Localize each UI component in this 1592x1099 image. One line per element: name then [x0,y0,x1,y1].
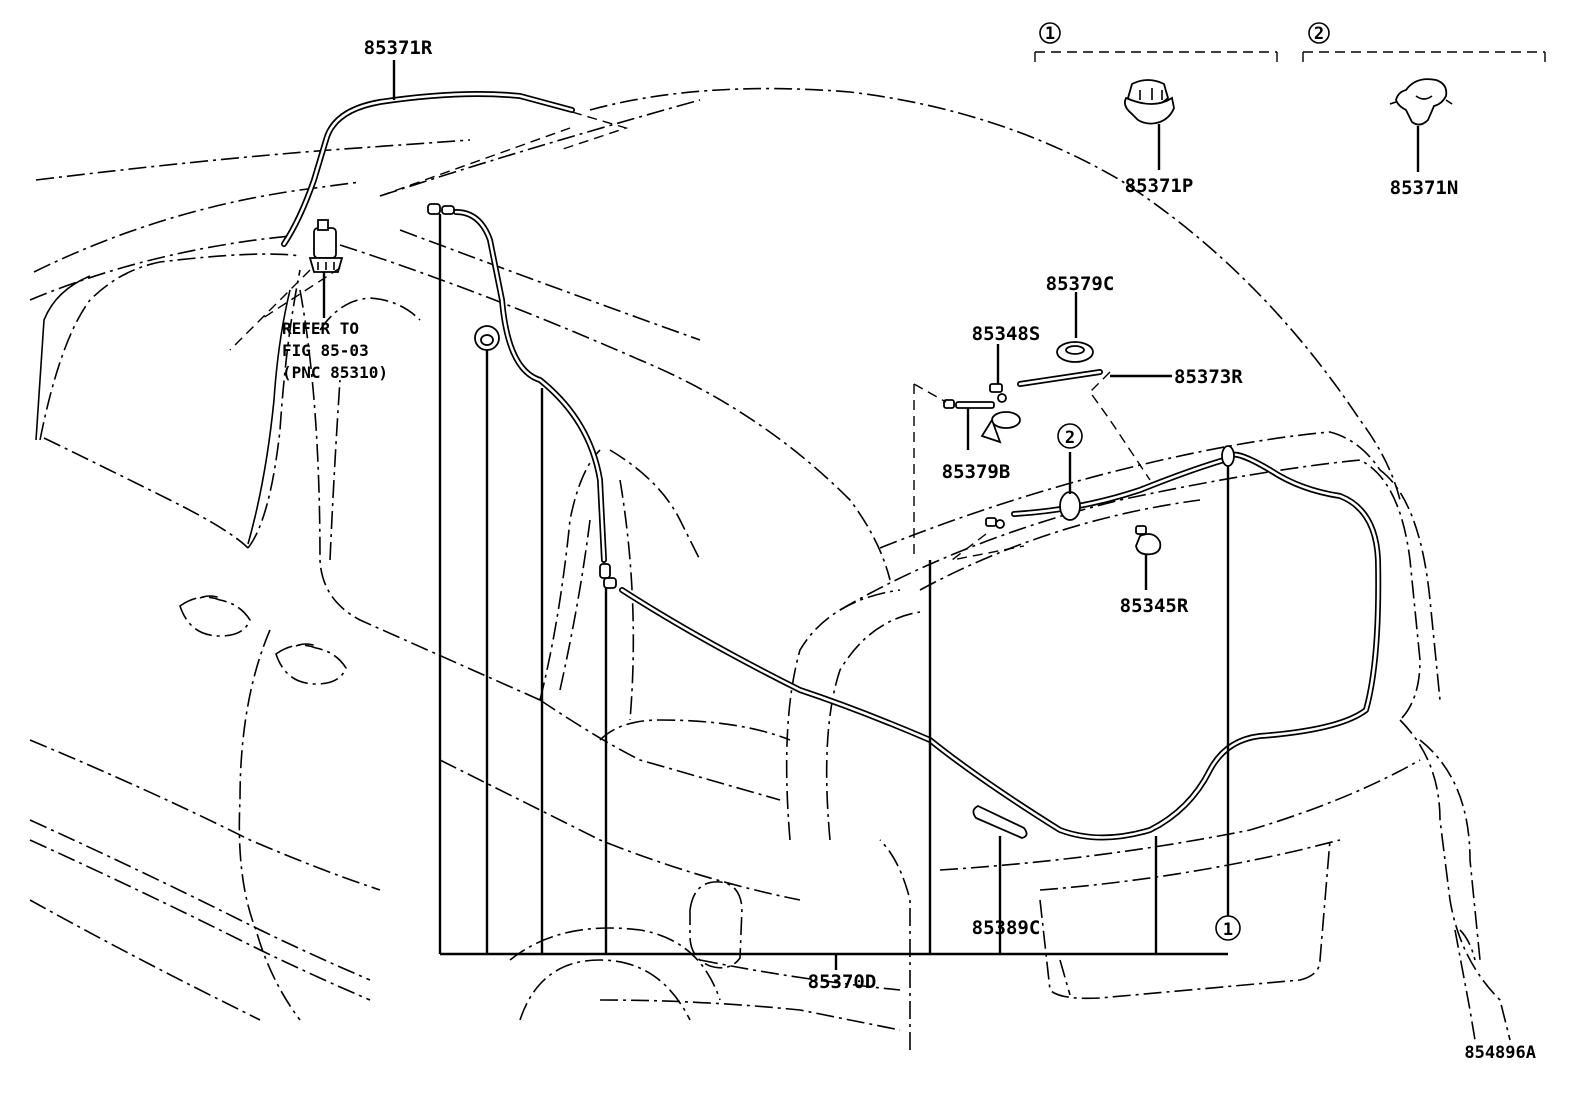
clip-2-on-hose-icon [1059,491,1081,521]
hose-85370d [453,209,1382,841]
legend-group-1: 1 85371P [1034,22,1278,197]
marker-1-at-bottom: 1 [1223,920,1233,940]
legend-marker-2: 2 [1314,24,1324,44]
legend-group-2: 2 85371N [1302,22,1546,199]
marker-2-on-hose: 2 [1065,428,1075,448]
refer-to-line3: (PNC 85310) [282,363,388,382]
label-85370D: 85370D [808,971,877,993]
joint-mid-icon [599,563,617,589]
label-85371R: 85371R [364,37,433,59]
label-85371N: 85371N [1390,177,1459,199]
hose-85371r [281,91,575,247]
rear-nozzle-85345r-icon [1135,525,1162,556]
washer-motor-icon [308,219,344,273]
nozzle-bracket-85379b-icon [943,399,1021,444]
grommet-left-icon [474,325,500,351]
label-85348S: 85348S [972,323,1041,345]
label-85379B: 85379B [942,461,1011,483]
clip-strip-85389c-icon [972,804,1028,839]
label-85371P: 85371P [1125,175,1194,197]
label-85373R: 85373R [1174,366,1243,388]
nozzle-85348s-icon [989,383,1007,403]
diagram-id: 854896A [1464,1043,1536,1063]
refer-to-line1: REFER TO [282,319,359,338]
label-85389C: 85389C [972,917,1041,939]
hose-85373r [1017,369,1103,387]
grommet-85379c-icon [1056,341,1094,363]
clip-1-on-hose-icon [1221,445,1235,467]
refer-to-line2: FIG 85-03 [282,341,369,360]
label-85379C: 85379C [1046,273,1115,295]
clip-85371n-icon [1389,78,1453,126]
leader-bus-85370d [438,214,1228,970]
legend-marker-1: 1 [1045,24,1055,44]
clip-85371p-icon [1123,79,1175,125]
label-85345R: 85345R [1120,595,1189,617]
vehicle-body-outline [29,87,1511,1050]
connector-top-left-icon [427,203,455,215]
joint-rear-icon [985,517,1005,529]
